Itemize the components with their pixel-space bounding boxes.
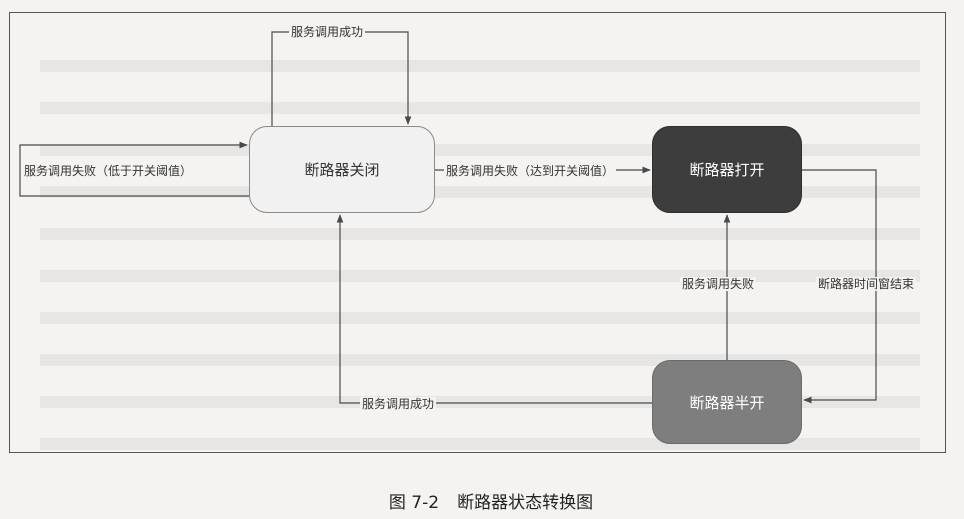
figure-caption: 图 7-2 断路器状态转换图 (0, 488, 964, 513)
edge-label-closed-self-success: 服务调用成功 (289, 25, 366, 39)
edge-label-half-open-to-closed: 服务调用成功 (360, 397, 437, 411)
node-breaker-half-open-label: 断路器半开 (689, 393, 765, 412)
edge-half-open-to-closed (336, 214, 652, 404)
figure-title: 断路器状态转换图 (457, 493, 594, 513)
edge-closed-self-success (271, 31, 412, 126)
diagram-frame (9, 12, 946, 453)
node-breaker-open: 断路器打开 (652, 126, 802, 213)
edge-closed-self-failure (19, 141, 250, 197)
figure-number: 图 7-2 (388, 493, 440, 513)
edge-label-closed-self-failure: 服务调用失败（低于开关阈值） (22, 164, 195, 178)
node-breaker-closed: 断路器关闭 (249, 126, 435, 213)
node-breaker-closed-label: 断路器关闭 (304, 161, 380, 179)
node-breaker-half-open: 断路器半开 (652, 360, 802, 444)
edge-label-half-open-to-open: 服务调用失败 (680, 277, 757, 291)
edge-label-closed-to-open: 服务调用失败（达到开关阈值） (444, 164, 617, 178)
edge-label-open-to-half-open: 断路器时间窗结束 (816, 277, 917, 291)
node-breaker-open-label: 断路器打开 (689, 161, 765, 179)
